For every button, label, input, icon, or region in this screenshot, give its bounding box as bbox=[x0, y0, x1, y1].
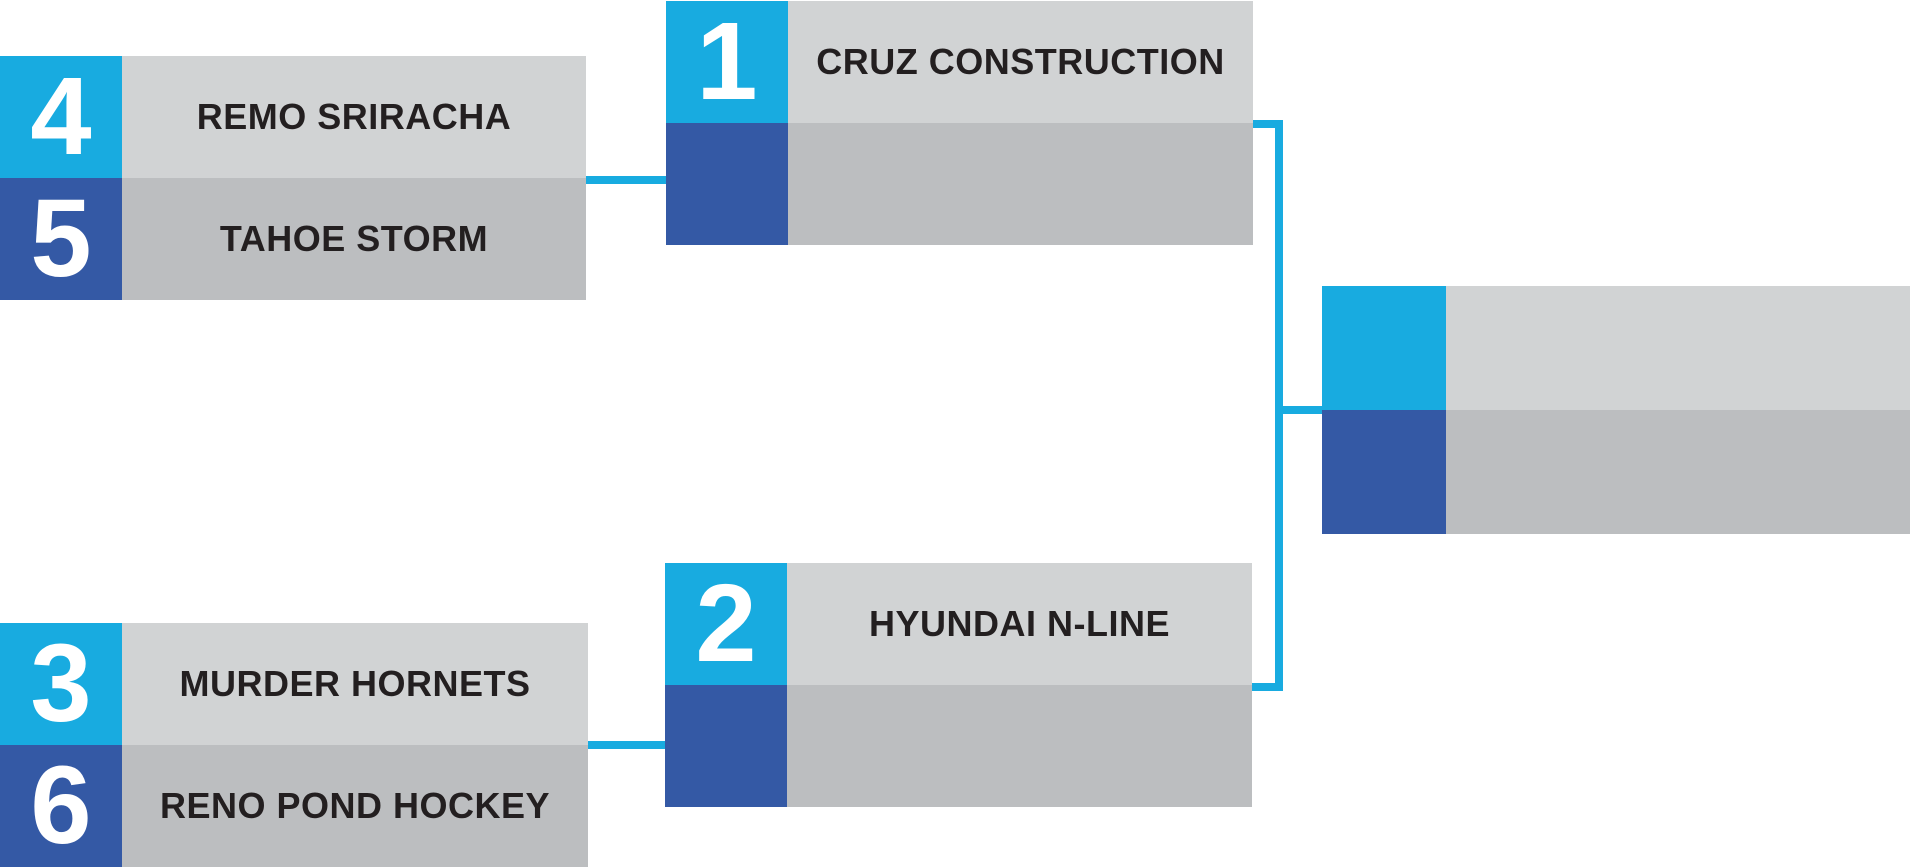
connector-line-semi-bottom bbox=[588, 741, 665, 749]
team-slot-reno-pond-hockey: RENO POND HOCKEY bbox=[122, 745, 588, 867]
seed-number: 2 bbox=[695, 562, 757, 685]
seed-badge-1: 1 bbox=[666, 1, 788, 123]
seed-number: 3 bbox=[30, 622, 92, 745]
team-name: MURDER HORNETS bbox=[179, 663, 531, 704]
team-slot-cruz-construction: CRUZ CONSTRUCTION bbox=[788, 1, 1253, 123]
connector-line-quarter-top-stub bbox=[1253, 120, 1283, 128]
team-name: CRUZ CONSTRUCTION bbox=[816, 41, 1225, 82]
seed-badge-4: 4 bbox=[0, 56, 122, 178]
team-slot-empty-bottom bbox=[787, 685, 1252, 807]
seed-badge-5: 5 bbox=[0, 178, 122, 300]
team-name: RENO POND HOCKEY bbox=[159, 785, 551, 826]
team-slot-tahoe-storm: TAHOE STORM bbox=[122, 178, 586, 300]
team-name: TAHOE STORM bbox=[219, 218, 489, 259]
team-slot-murder-hornets: MURDER HORNETS bbox=[122, 623, 588, 745]
team-slot-empty-top bbox=[788, 123, 1253, 245]
team-name: HYUNDAI N-LINE bbox=[869, 603, 1170, 644]
seed-badge-6: 6 bbox=[0, 745, 122, 867]
seed-number: 5 bbox=[30, 177, 92, 300]
seed-badge-3: 3 bbox=[0, 623, 122, 745]
seed-badge-final-top bbox=[1322, 286, 1446, 410]
seed-number: 6 bbox=[30, 744, 92, 867]
team-name: REMO SRIRACHA bbox=[196, 96, 512, 137]
seed-badge-empty-bottom bbox=[665, 685, 787, 807]
team-slot-final-bottom bbox=[1446, 410, 1910, 534]
connector-line-quarter-bottom-stub bbox=[1252, 683, 1283, 691]
connector-line-vertical bbox=[1275, 120, 1283, 691]
seed-badge-empty-top bbox=[666, 123, 788, 245]
seed-number: 4 bbox=[30, 55, 92, 178]
connector-line-final-branch bbox=[1283, 406, 1322, 414]
seed-badge-final-bottom bbox=[1322, 410, 1446, 534]
seed-number: 1 bbox=[696, 0, 758, 123]
team-slot-remo-sriracha: REMO SRIRACHA bbox=[122, 56, 586, 178]
connector-line-semi-top bbox=[586, 176, 666, 184]
seed-badge-2: 2 bbox=[665, 563, 787, 685]
team-slot-hyundai-n-line: HYUNDAI N-LINE bbox=[787, 563, 1252, 685]
team-slot-final-top bbox=[1446, 286, 1910, 410]
